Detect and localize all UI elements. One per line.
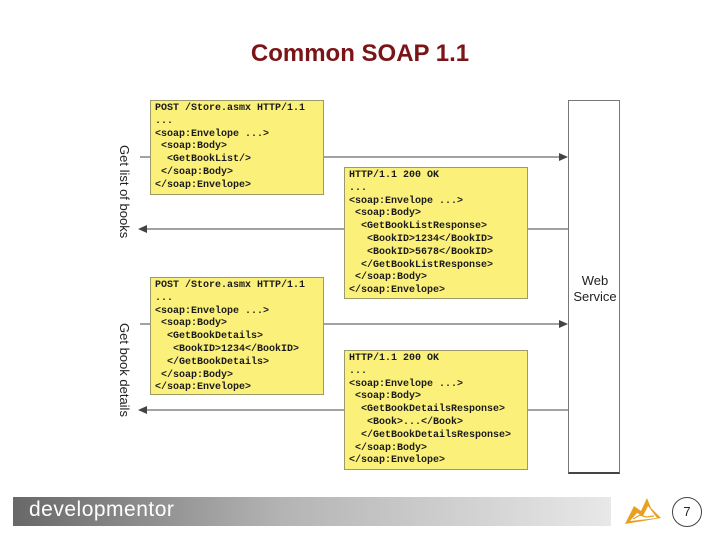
code-line: ... [349, 365, 368, 377]
code-line: </GetBookListResponse> [349, 259, 494, 271]
code-line: <soap:Body> [349, 208, 422, 220]
side-label-get-list: Get list of books [117, 145, 132, 239]
request-get-book-list: POST /Store.asmx HTTP/1.1...<soap:Envelo… [150, 100, 324, 195]
page-number: 7 [672, 497, 702, 527]
code-line: HTTP/1.1 200 OK [349, 353, 440, 364]
code-line: </soap:Body> [155, 166, 234, 178]
response-get-book-list: HTTP/1.1 200 OK...<soap:Envelope ...> <s… [344, 167, 528, 299]
code-line: <soap:Body> [349, 391, 422, 403]
footer-bar: developmentor [13, 497, 611, 526]
code-line: <soap:Envelope ...> [349, 378, 464, 390]
code-line: ... [155, 292, 174, 304]
code-line: HTTP/1.1 200 OK [349, 170, 440, 181]
side-label-get-details: Get book details [117, 323, 132, 417]
slide-title: Common SOAP 1.1 [250, 40, 470, 67]
code-line: </soap:Envelope> [155, 179, 252, 191]
code-line: </soap:Envelope> [155, 382, 252, 394]
code-line: </soap:Body> [349, 272, 428, 284]
web-service-box: Web Service [568, 100, 620, 474]
code-line: <soap:Body> [155, 141, 228, 153]
web-service-label-line2: Service [573, 289, 617, 304]
code-line: </soap:Body> [155, 369, 234, 381]
code-line: <GetBookDetails> [155, 331, 264, 343]
code-line: <GetBookList/> [155, 154, 252, 166]
code-line: POST /Store.asmx HTTP/1.1 [155, 103, 306, 114]
flame-logo-icon [625, 498, 661, 524]
code-line: <GetBookListResponse> [349, 221, 488, 233]
code-line: <Book>...</Book> [349, 416, 464, 428]
response-get-book-details: HTTP/1.1 200 OK...<soap:Envelope ...> <s… [344, 350, 528, 470]
code-line: ... [349, 182, 368, 194]
code-line: <BookID>5678</BookID> [349, 246, 494, 258]
code-line: POST /Store.asmx HTTP/1.1 [155, 280, 306, 291]
code-line: <soap:Body> [155, 318, 228, 330]
footer-brand: developmentor [29, 498, 175, 521]
code-line: </soap:Envelope> [349, 285, 446, 297]
code-line: <GetBookDetailsResponse> [349, 404, 506, 416]
code-line: </GetBookDetails> [155, 356, 270, 368]
code-line: <soap:Envelope ...> [349, 195, 464, 207]
code-line: </soap:Body> [349, 442, 428, 454]
web-service-label-line1: Web [581, 273, 609, 288]
code-line: <BookID>1234</BookID> [155, 343, 300, 355]
code-line: <BookID>1234</BookID> [349, 233, 494, 245]
code-line: <soap:Envelope ...> [155, 305, 270, 317]
code-line: <soap:Envelope ...> [155, 128, 270, 140]
code-line: </GetBookDetailsResponse> [349, 429, 512, 441]
code-line: ... [155, 115, 174, 127]
request-get-book-details: POST /Store.asmx HTTP/1.1...<soap:Envelo… [150, 277, 324, 395]
code-line: </soap:Envelope> [349, 455, 446, 467]
